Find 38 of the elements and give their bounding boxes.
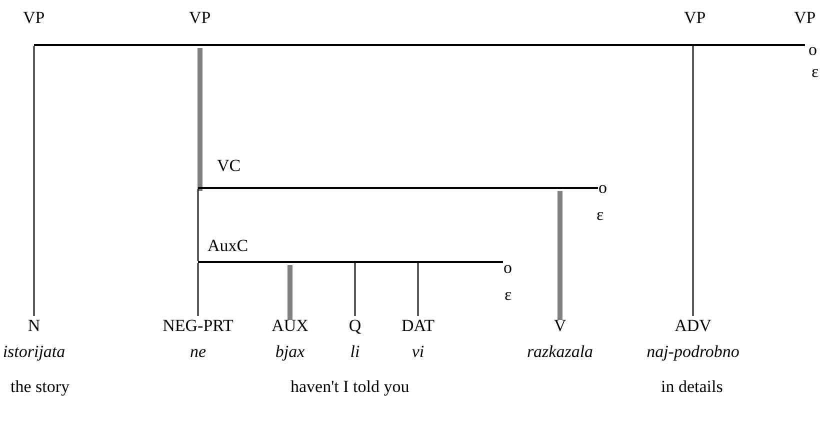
- category-label: ADV: [674, 316, 712, 336]
- category-label: VP: [684, 8, 706, 28]
- word-label: li: [350, 342, 360, 362]
- empty-mark: o: [808, 40, 817, 60]
- category-label: VP: [794, 8, 816, 28]
- head-line: [198, 48, 202, 191]
- word-label: ne: [190, 342, 206, 362]
- category-label: VC: [217, 156, 241, 176]
- category-label: VP: [23, 8, 45, 28]
- branch-line: [417, 263, 419, 316]
- word-label: vi: [412, 342, 424, 362]
- translation-text: haven't I told you: [290, 377, 410, 397]
- branch-line: [692, 46, 694, 316]
- category-label: V: [554, 316, 566, 336]
- category-label: DAT: [401, 316, 435, 336]
- word-label: istorijata: [2, 342, 66, 362]
- word-label: naj-podrobno: [646, 342, 740, 362]
- empty-mark: o: [504, 258, 512, 278]
- category-label: VP: [189, 8, 211, 28]
- branch-line: [197, 189, 199, 261]
- category-label: AUX: [272, 316, 308, 336]
- head-line: [558, 191, 562, 320]
- branch-line: [197, 263, 199, 316]
- category-label: Q: [348, 316, 362, 336]
- translation-text: the story: [10, 377, 70, 397]
- category-label: N: [28, 316, 40, 336]
- translation-text: in details: [661, 377, 723, 397]
- category-label: AuxC: [208, 236, 248, 256]
- epsilon-label: ε: [812, 62, 819, 82]
- word-label: bjax: [275, 342, 305, 362]
- word-label: razkazala: [526, 342, 594, 362]
- branch-line: [354, 263, 356, 316]
- empty-mark: o: [598, 178, 607, 198]
- head-line: [288, 265, 292, 320]
- epsilon-label: ε: [596, 205, 604, 225]
- branch-line: [33, 46, 35, 316]
- category-label: NEG-PRT: [162, 316, 234, 336]
- epsilon-label: ε: [504, 285, 512, 305]
